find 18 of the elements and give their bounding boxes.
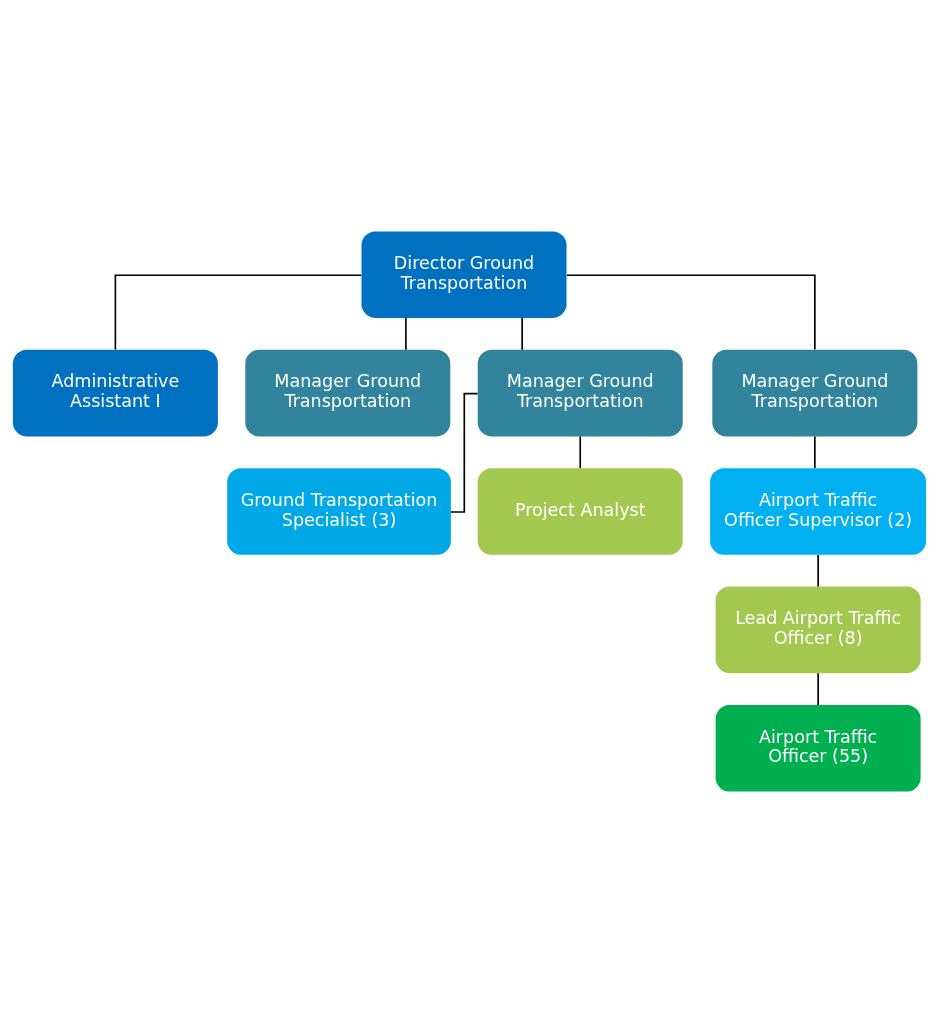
connector — [817, 672, 819, 706]
node-box: Airport Traffic Officer (55) — [715, 705, 921, 792]
connector — [114, 274, 363, 351]
node-box: Ground Transportation Specialist (3) — [227, 468, 451, 555]
connector — [817, 554, 819, 588]
node-box: Project Analyst — [477, 468, 683, 555]
node-box: Airport Traffic Officer Supervisor (2) — [710, 468, 927, 555]
node-box: Lead Airport Traffic Officer (8) — [715, 586, 921, 674]
connector — [814, 435, 816, 469]
node-box: Director Ground Transportation — [361, 231, 567, 318]
node-box: Manager Ground Transportation — [477, 349, 683, 437]
connector — [521, 317, 523, 351]
node-box: Manager Ground Transportation — [712, 349, 918, 437]
connector — [579, 435, 582, 469]
connector — [566, 274, 816, 351]
connector — [405, 317, 407, 351]
node-box: Administrative Assistant I — [12, 349, 218, 437]
node-box: Manager Ground Transportation — [245, 349, 451, 437]
